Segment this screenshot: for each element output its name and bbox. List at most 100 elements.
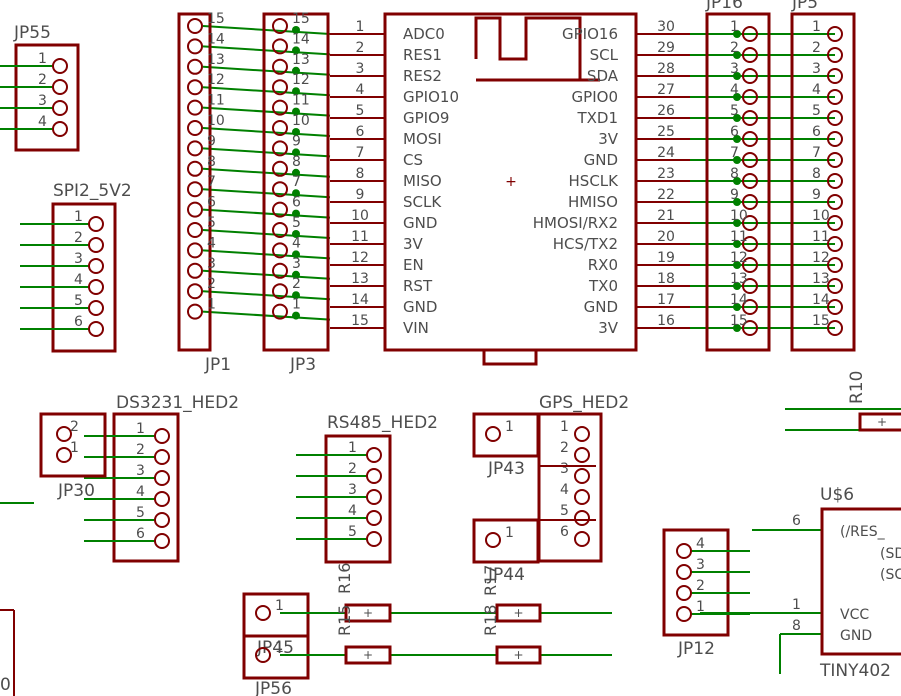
pin-number: 18: [657, 271, 675, 287]
module-tab: [482, 348, 538, 366]
header-name: JP12: [677, 639, 715, 659]
pin-circle: [187, 140, 203, 157]
pin-circle: [574, 426, 590, 442]
pin-name: HMOSI/RX2: [533, 214, 618, 232]
pin-circle: [154, 449, 170, 465]
pin-circle: [272, 140, 288, 157]
pin-circle: [742, 299, 758, 315]
pin-circle: [742, 236, 758, 252]
pin-circle: [187, 222, 203, 238]
resistor-name: R18: [481, 605, 500, 636]
pin-number: 5: [348, 524, 357, 540]
junction-dot: [733, 219, 741, 227]
pin-number: 5: [292, 215, 301, 231]
junction-dot: [292, 291, 300, 300]
pin-circle: [366, 531, 382, 547]
pin-circle: [742, 26, 758, 42]
pin-circle: [366, 489, 382, 505]
pin-circle: [187, 283, 203, 300]
pin-number: 2: [70, 419, 79, 435]
wire: [202, 269, 331, 280]
pin-number: 5: [730, 103, 739, 119]
pin-number: 1: [505, 419, 514, 435]
pin-circle: [88, 279, 104, 295]
pin-circle: [827, 152, 843, 168]
edge-label: 0: [0, 675, 11, 695]
pin-name: EN: [403, 256, 424, 274]
pin-number: 14: [351, 292, 369, 308]
misc-wiring: [0, 408, 901, 696]
pin-number: 10: [351, 208, 369, 224]
pin-number: 1: [696, 599, 705, 615]
pin-number: 1: [292, 297, 301, 313]
pin-number: 12: [730, 250, 748, 266]
pin-name: MISO: [403, 172, 442, 190]
pin-circle: [272, 201, 288, 218]
junction-dot: [733, 261, 741, 269]
pin-number: 3: [730, 61, 739, 77]
pin-number: 4: [207, 235, 216, 251]
pin-number: 3: [207, 256, 216, 272]
resistor-name: R10: [847, 371, 867, 404]
pin-number: 15: [812, 313, 830, 329]
pin-circle: [255, 647, 271, 663]
pin-number: 13: [292, 52, 310, 68]
pin-circle: [742, 89, 758, 105]
pin-number: 8: [207, 154, 216, 170]
pin-number: 1: [730, 19, 739, 35]
pin-circle: [154, 428, 170, 444]
pin-number: 6: [207, 195, 216, 211]
pin-number: 2: [136, 442, 145, 458]
resistor-polarity-mark: +: [363, 648, 373, 662]
wire: [202, 290, 331, 301]
pin-number: 12: [207, 72, 225, 88]
header-name: SPI2_5V2: [53, 181, 132, 201]
header-outline: [537, 412, 603, 563]
pin-name: GND: [584, 298, 618, 316]
pin-name: CS: [403, 151, 423, 169]
pin-number: 11: [351, 229, 369, 245]
pin-circle: [272, 181, 288, 198]
pin-circle: [272, 283, 288, 300]
antenna-trace: [474, 16, 600, 82]
wire: [202, 249, 331, 260]
header-name: JP5: [791, 0, 818, 13]
pin-number: 25: [657, 124, 675, 140]
pin-number: 6: [136, 526, 145, 542]
pin-name: 3V: [598, 130, 619, 148]
pin-number: 3: [696, 557, 705, 573]
wire: [202, 310, 331, 321]
pin-circle: [88, 237, 104, 253]
resistor-polarity-mark: +: [513, 648, 523, 662]
junction-dot: [733, 240, 741, 248]
ic-pin-number: 6: [792, 513, 801, 529]
header-outline: [112, 412, 180, 563]
pin-number: 4: [38, 114, 47, 130]
resistor-body: [495, 645, 542, 665]
pin-circle: [187, 58, 203, 75]
pin-number: 17: [657, 292, 675, 308]
wire: [202, 229, 331, 239]
pin-number: 3: [348, 482, 357, 498]
pin-number: 1: [275, 640, 284, 656]
pin-name: 3V: [598, 319, 619, 337]
pin-circle: [827, 110, 843, 126]
pin-number: 11: [812, 229, 830, 245]
junction-dot: [292, 209, 300, 218]
pin-number: 2: [356, 40, 365, 56]
pin-number: 9: [292, 133, 301, 149]
pin-number: 30: [657, 19, 675, 35]
pin-number: 4: [292, 235, 301, 251]
pin-number: 3: [356, 61, 365, 77]
pin-circle: [272, 120, 288, 136]
pin-name: TXD1: [576, 109, 618, 127]
resistor-body: [344, 645, 392, 665]
